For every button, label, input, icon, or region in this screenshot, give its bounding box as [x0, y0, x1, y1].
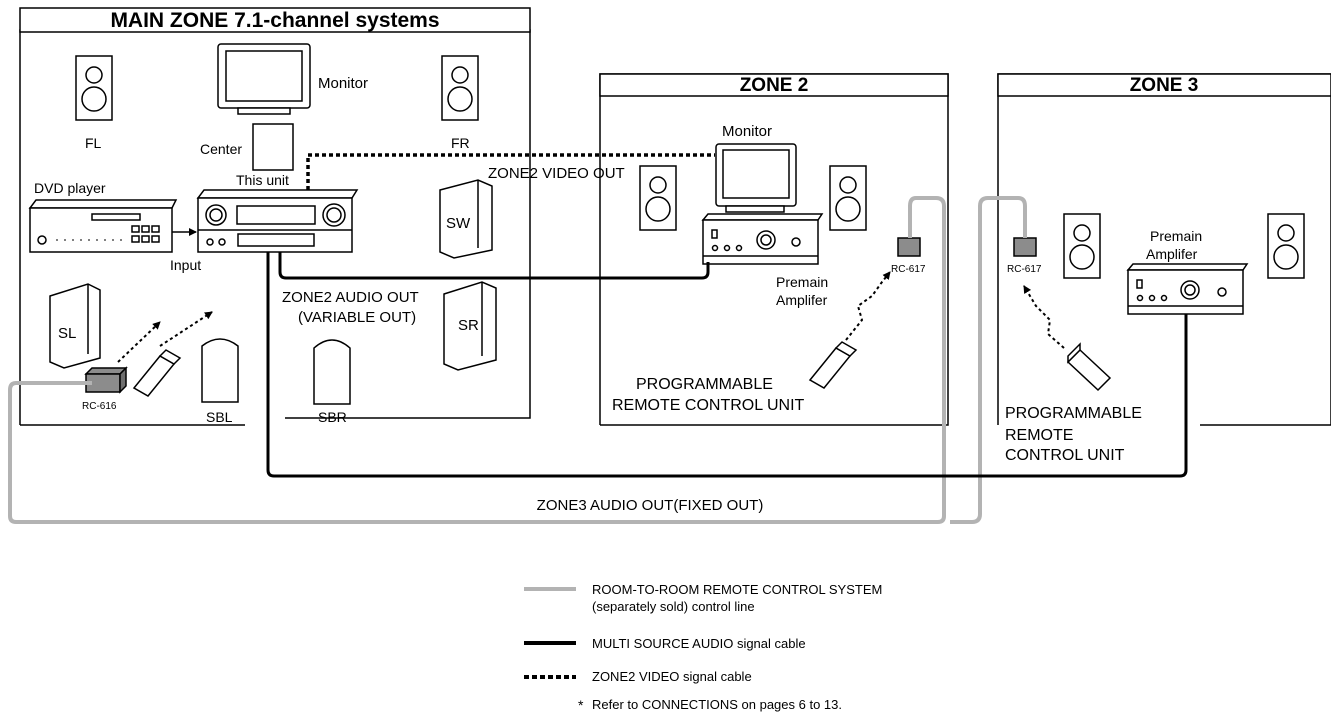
- main-remote-icon: [132, 349, 182, 397]
- zone3-audio-cable: [266, 252, 1188, 478]
- zone3-amplifier-icon: [1126, 263, 1249, 315]
- zone3-remote-label: PROGRAMMABLE: [1005, 405, 1142, 422]
- zone3: ZONE 3 RC-617 Premain Amplifer PROGRAMMA…: [997, 73, 1331, 464]
- main-monitor-label: Monitor: [318, 75, 368, 92]
- sw-label: SW: [446, 215, 471, 232]
- fl-label: FL: [85, 135, 102, 151]
- zone3-ir-signal-arrow: [1023, 285, 1065, 349]
- sl-speaker-icon: [49, 283, 101, 369]
- this-unit-icon: [196, 189, 359, 253]
- zone2-title-box: [599, 73, 949, 97]
- ir-signal-arrow: [117, 321, 161, 363]
- zone2-title: ZONE 2: [740, 75, 809, 96]
- rc616-label: RC-616: [82, 401, 117, 412]
- ir-signal-arrow: [159, 311, 213, 347]
- zone2-audio-out-label: ZONE2 AUDIO OUT: [282, 289, 419, 306]
- sbr-label: SBR: [318, 409, 347, 425]
- zone3-remote-sublabel: REMOTE: [1005, 427, 1073, 444]
- sbr-speaker-icon: [313, 339, 351, 405]
- note-asterisk: *: [578, 697, 584, 713]
- zone2-video-out-label: ZONE2 VIDEO OUT: [488, 165, 625, 182]
- legend-control-line-label: ROOM-TO-ROOM REMOTE CONTROL SYSTEM: [592, 582, 882, 597]
- zone3-left-speaker-icon: [1063, 213, 1101, 279]
- main-zone-title: MAIN ZONE 7.1-channel systems: [110, 9, 439, 32]
- zone3-rc617-receiver-icon: [1013, 237, 1037, 257]
- main-zone: MAIN ZONE 7.1-channel systems Monitor Ce…: [19, 7, 531, 426]
- legend-video-label: ZONE2 VIDEO signal cable: [592, 669, 752, 684]
- this-unit-label: This unit: [236, 172, 289, 188]
- legend-control-line-sublabel: (separately sold) control line: [592, 599, 755, 614]
- zone3-right-speaker-icon: [1267, 213, 1305, 279]
- zone3-title: ZONE 3: [1130, 75, 1199, 96]
- legend: ROOM-TO-ROOM REMOTE CONTROL SYSTEM (sepa…: [524, 582, 882, 713]
- zone2-ir-signal-arrow: [845, 271, 891, 341]
- main-monitor-icon: [217, 43, 311, 115]
- zone2-right-speaker-icon: [829, 165, 867, 231]
- dvd-player-label: DVD player: [34, 180, 106, 196]
- control-line-zone2: [8, 196, 946, 524]
- zone3-amp-label: Premain: [1150, 228, 1202, 244]
- zone2: ZONE 2 Monitor Premain Amplifer RC-617 P: [599, 73, 949, 426]
- sbl-speaker-icon: [201, 338, 239, 403]
- zone2-amp-sublabel: Amplifer: [776, 292, 828, 308]
- zone2-monitor-icon: [715, 143, 797, 213]
- sw-speaker-icon: [439, 179, 493, 259]
- rc616-receiver-icon: [84, 366, 128, 394]
- main-zone-title-box: [19, 7, 531, 33]
- zone2-rc617-label: RC-617: [891, 264, 926, 275]
- zone3-border: [997, 73, 1331, 426]
- sr-speaker-icon: [443, 281, 497, 371]
- legend-audio-label: MULTI SOURCE AUDIO signal cable: [592, 636, 806, 651]
- zone2-monitor-label: Monitor: [722, 123, 772, 140]
- zone3-audio-out-label: ZONE3 AUDIO OUT(FIXED OUT): [537, 497, 764, 514]
- zone3-amp-sublabel: Amplifer: [1146, 246, 1198, 262]
- zone2-audio-cable: [278, 252, 710, 280]
- zone3-remote-sublabel-2: CONTROL UNIT: [1005, 447, 1125, 464]
- zone3-remote-icon: [1066, 342, 1112, 392]
- center-label: Center: [200, 141, 242, 157]
- zone2-remote-icon: [808, 341, 858, 389]
- dvd-player-icon: [28, 199, 178, 253]
- fr-speaker-icon: [441, 55, 479, 121]
- zone3-rc617-label: RC-617: [1007, 264, 1042, 275]
- zone2-audio-out-sublabel: (VARIABLE OUT): [298, 309, 416, 326]
- sbl-label: SBL: [206, 409, 233, 425]
- control-line-zone3: [950, 196, 1027, 524]
- zone2-amp-label: Premain: [776, 274, 828, 290]
- zone2-rc617-receiver-icon: [897, 237, 921, 257]
- note-text: Refer to CONNECTIONS on pages 6 to 13.: [592, 697, 842, 712]
- zone2-left-speaker-icon: [639, 165, 677, 231]
- zone2-remote-sublabel: REMOTE CONTROL UNIT: [612, 397, 805, 414]
- center-speaker-icon: [252, 123, 294, 171]
- zone2-remote-label: PROGRAMMABLE: [636, 376, 773, 393]
- sl-label: SL: [58, 325, 76, 342]
- zone2-amplifier-icon: [701, 213, 824, 265]
- fl-speaker-icon: [75, 55, 113, 121]
- zone3-title-box: [997, 73, 1331, 97]
- zone2-video-cable: [306, 153, 715, 190]
- fr-label: FR: [451, 135, 470, 151]
- input-label: Input: [170, 257, 201, 273]
- sr-label: SR: [458, 317, 479, 334]
